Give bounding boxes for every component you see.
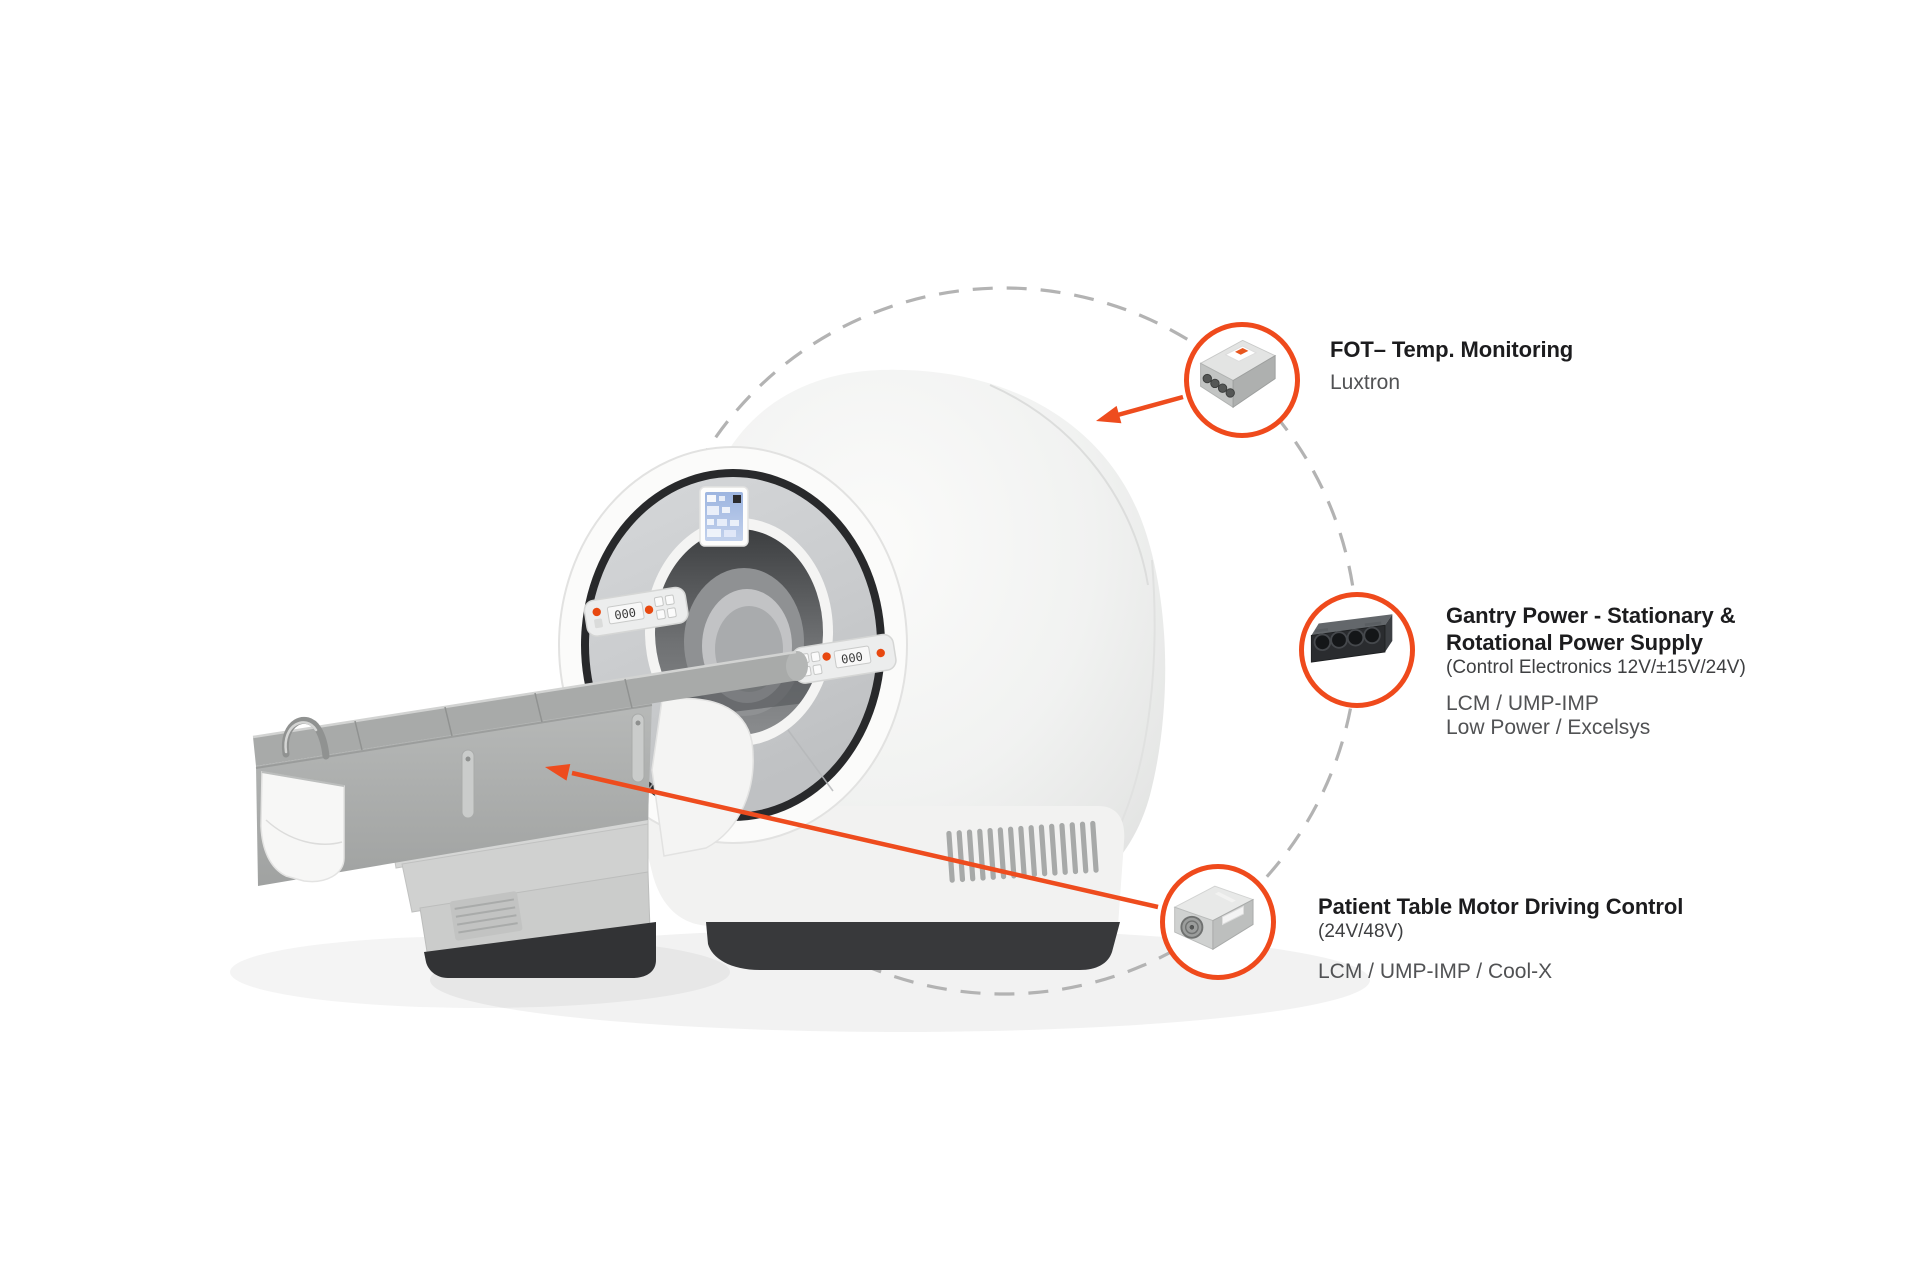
callout-detail: (Control Electronics 12V/±15V/24V) [1446,656,1746,680]
bore-entry-cover [651,697,754,857]
machine-base [706,922,1120,970]
callout-title: FOT– Temp. Monitoring [1330,336,1573,363]
callout-products: LCM / UMP-IMP / Cool-X [1318,960,1683,984]
annotation-arrows [545,394,1184,910]
table-rail-bracket [461,749,475,819]
temp-monitoring-module-icon [1199,339,1277,409]
status-led [592,607,601,617]
table-skirt [256,703,652,886]
callout-detail-line: (Control Electronics 12V/±15V/24V) [1446,657,1746,678]
callout-fot-temp-monitoring: FOT– Temp. Monitoring Luxtron [1330,336,1573,395]
callout-title-line: Patient Table Motor Driving Control [1318,894,1684,919]
machine-vent-grille [946,820,1099,883]
psu-module-icon [1173,885,1255,951]
callout-products: LCM / UMP-IMP Low Power / Excelsys [1446,692,1746,740]
table-handle [281,716,330,760]
gantry-display-left: 000 [613,605,637,622]
callout-product-line: LCM / UMP-IMP / Cool-X [1318,960,1553,983]
callout-title-line: Rotational Power Supply [1446,630,1703,655]
gantry-display-right: 000 [840,649,864,666]
rack-power-supply-icon [1310,614,1393,663]
callout-patient-table-motor: Patient Table Motor Driving Control (24V… [1318,894,1683,984]
callout-title-line: FOT– Temp. Monitoring [1330,337,1574,362]
table-end-cover [260,771,345,883]
status-led [644,605,654,614]
status-led [822,652,831,661]
status-led [876,648,885,658]
badge-psu-module [1160,864,1276,980]
arrow-to-gantry-top [1096,394,1184,424]
callout-detail-line: (24V/48V) [1318,921,1404,942]
callout-product-line: Low Power / Excelsys [1446,716,1651,739]
arrow-to-patient-table [545,764,1159,910]
table-mattress [252,650,808,766]
mri-machine: 000 000 [252,369,1184,978]
patient-table [252,650,808,978]
callout-detail: (24V/48V) [1318,920,1683,944]
badge-temp-monitoring-module [1184,322,1300,438]
badge-rack-power-supply [1299,592,1415,708]
pedestal-vent-grille [449,891,523,941]
pedestal-base [424,922,656,978]
callout-gantry-power: Gantry Power - Stationary & Rotational P… [1446,602,1746,740]
callout-products: Luxtron [1330,371,1573,395]
callout-title-line: Gantry Power - Stationary & [1446,603,1736,628]
callout-title: Patient Table Motor Driving Control [1318,894,1683,920]
gantry-control-panel-left: 000 [583,586,689,637]
callout-product-line: Luxtron [1330,371,1401,394]
table-rail-bracket [631,713,645,783]
gantry-screen [699,486,749,547]
callout-product-line: LCM / UMP-IMP [1446,692,1599,715]
callout-title: Gantry Power - Stationary & Rotational P… [1446,602,1746,656]
